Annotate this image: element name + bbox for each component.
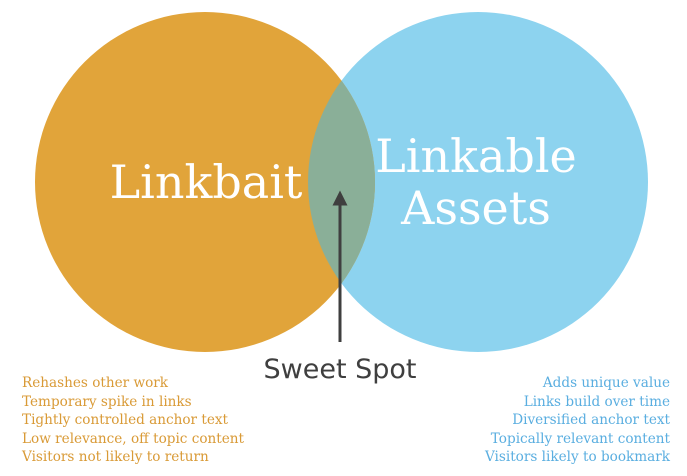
sweet-spot-label: Sweet Spot bbox=[264, 354, 417, 385]
linkable-assets-circle bbox=[308, 12, 648, 352]
list-item: Visitors not likely to return bbox=[22, 449, 209, 466]
linkbait-title: Linkbait bbox=[110, 155, 303, 209]
list-item: Topically relevant content bbox=[490, 430, 670, 447]
linkable-assets-traits-list: Adds unique value Links build over time … bbox=[485, 374, 670, 467]
list-item: Temporary spike in links bbox=[22, 393, 192, 410]
list-item: Adds unique value bbox=[542, 375, 670, 391]
list-item: Rehashes other work bbox=[22, 375, 169, 391]
list-item: Low relevance, off topic content bbox=[22, 430, 245, 447]
linkbait-circle bbox=[35, 12, 375, 352]
linkable-assets-title-line1: Linkable bbox=[375, 129, 577, 183]
list-item: Links build over time bbox=[523, 393, 670, 410]
list-item: Tightly controlled anchor text bbox=[22, 412, 229, 429]
list-item: Visitors likely to bookmark bbox=[484, 449, 670, 466]
list-item: Diversified anchor text bbox=[512, 412, 670, 429]
linkable-assets-title-line2: Assets bbox=[400, 181, 551, 235]
linkbait-traits-list: Rehashes other work Temporary spike in l… bbox=[22, 374, 244, 467]
